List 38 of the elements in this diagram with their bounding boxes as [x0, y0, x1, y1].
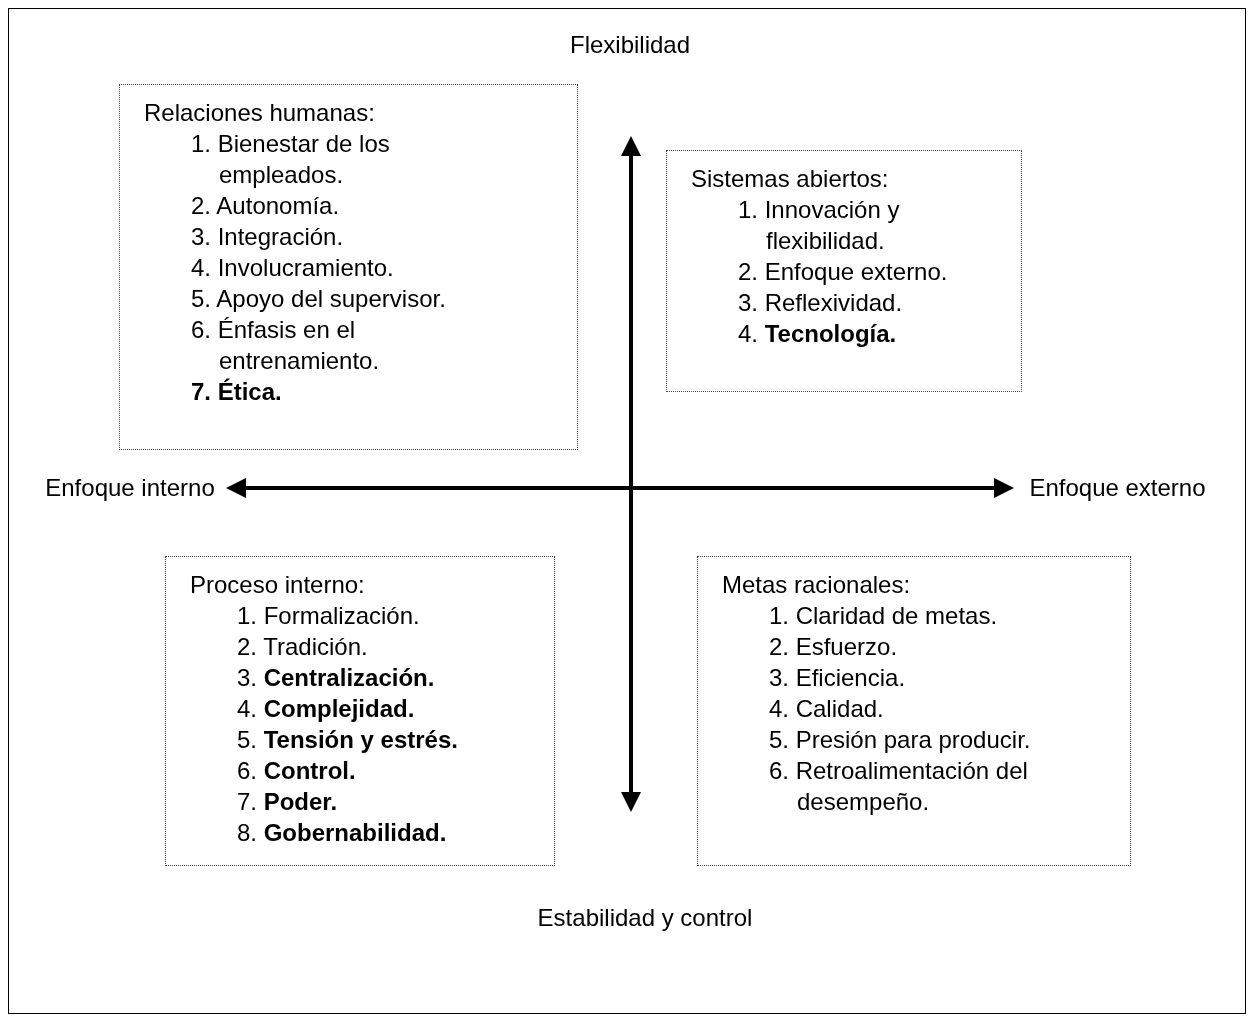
list-item: 5. Tensión y estrés.	[236, 725, 459, 755]
axis-label: Estabilidad y control	[536, 904, 754, 932]
list-item: 3. Eficiencia.	[768, 663, 907, 693]
quadrant-box	[666, 150, 1022, 392]
list-item: 6. Retroalimentación del desempeño.	[768, 756, 1029, 817]
quadrant-heading: Proceso interno:	[190, 570, 366, 600]
list-item: 4. Calidad.	[768, 694, 885, 724]
list-item: 2. Tradición.	[236, 632, 369, 662]
list-item: 3. Centralización.	[236, 663, 436, 693]
list-item: 4. Complejidad.	[236, 694, 416, 724]
list-item: 2. Esfuerzo.	[768, 632, 899, 662]
axis-label: Enfoque interno	[30, 474, 230, 502]
list-item: 2. Enfoque externo.	[737, 257, 949, 287]
list-item: 3. Reflexividad.	[737, 288, 904, 318]
list-item: 6. Énfasis en el entrenamiento.	[190, 315, 381, 376]
list-item: 6. Control.	[236, 756, 357, 786]
axis-label: Flexibilidad	[568, 31, 692, 59]
list-item: 1. Formalización.	[236, 601, 421, 631]
list-item: 5. Apoyo del supervisor.	[190, 284, 447, 314]
list-item: 1. Claridad de metas.	[768, 601, 999, 631]
list-item: 7. Poder.	[236, 787, 339, 817]
list-item: 1. Innovación y flexibilidad.	[737, 195, 901, 256]
list-item: 1. Bienestar de los empleados.	[190, 129, 391, 190]
quadrant-box	[165, 556, 555, 866]
list-item: 2. Autonomía.	[190, 191, 341, 221]
list-item: 4. Tecnología.	[737, 319, 898, 349]
list-item: 8. Gobernabilidad.	[236, 818, 448, 848]
quadrant-heading: Metas racionales:	[722, 570, 912, 600]
axis-label: Enfoque externo	[1010, 474, 1225, 502]
list-item: 5. Presión para producir.	[768, 725, 1032, 755]
double-headed-arrow	[226, 478, 1014, 498]
quadrant-heading: Relaciones humanas:	[144, 98, 376, 128]
quadrant-box	[697, 556, 1131, 866]
list-item: 4. Involucramiento.	[190, 253, 395, 283]
list-item: 3. Integración.	[190, 222, 345, 252]
list-item: 7. Ética.	[190, 377, 283, 407]
quadrant-box	[119, 84, 578, 450]
quadrant-heading: Sistemas abiertos:	[691, 164, 890, 194]
